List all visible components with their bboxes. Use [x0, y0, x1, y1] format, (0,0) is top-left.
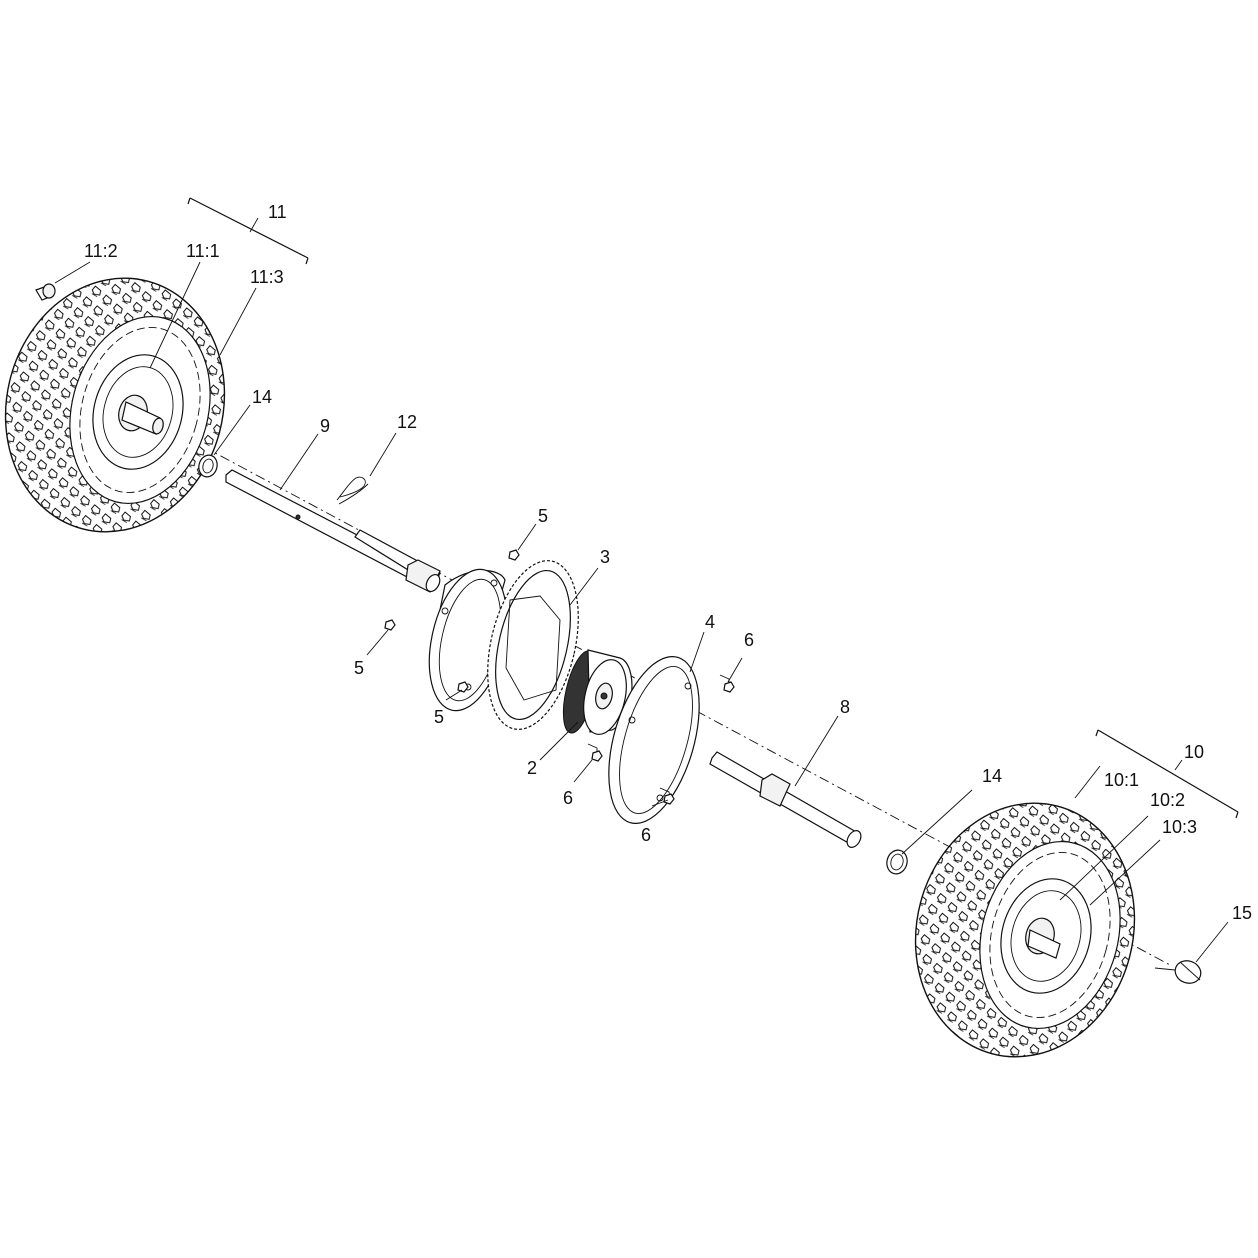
right-spacer-washer — [886, 849, 908, 875]
ring-gear — [487, 560, 579, 730]
callout-5-top: 5 — [538, 506, 548, 526]
bolt-6-top — [719, 674, 735, 693]
callout-10-2: 10:2 — [1150, 790, 1185, 810]
callout-5-left: 5 — [354, 658, 364, 678]
left-tire-sidewall-dash — [79, 327, 201, 493]
bracket-10 — [1097, 729, 1239, 813]
leader-lines — [54, 217, 1229, 963]
bolt-6-middle — [587, 743, 603, 762]
hex-nut-bottom — [457, 681, 469, 693]
callout-11-1: 11:1 — [186, 241, 220, 261]
callout-4: 4 — [705, 612, 715, 632]
right-drive-plate — [608, 655, 700, 825]
valve-stem-bolt — [35, 283, 56, 301]
hex-nut-left — [384, 619, 396, 631]
callout-11-2: 11:2 — [84, 241, 118, 261]
callout-2: 2 — [527, 758, 537, 778]
left-wheel-assembly — [4, 277, 226, 533]
callout-11-3: 11:3 — [250, 267, 284, 287]
callout-14-right: 14 — [982, 766, 1002, 786]
callout-9: 9 — [320, 416, 330, 436]
hex-nut-top — [508, 549, 520, 561]
callout-15: 15 — [1232, 903, 1252, 923]
linch-pin — [1154, 960, 1202, 984]
left-hub-end — [152, 417, 164, 435]
right-wheel-assembly — [914, 802, 1136, 1058]
callout-8: 8 — [840, 697, 850, 717]
callout-6-bottom: 6 — [641, 825, 651, 845]
right-axle-shaft — [709, 751, 862, 848]
callout-5-bottom: 5 — [434, 707, 444, 727]
callout-3: 3 — [600, 547, 610, 567]
callout-12: 12 — [397, 412, 417, 432]
callout-6-middle: 6 — [563, 788, 573, 808]
callout-10: 10 — [1184, 742, 1204, 762]
callout-10-1: 10:1 — [1104, 770, 1139, 790]
callout-14-left: 14 — [252, 387, 272, 407]
bracket-11 — [189, 197, 309, 259]
left-axle-shaft — [225, 469, 441, 593]
callout-6-top: 6 — [744, 630, 754, 650]
callout-10-3: 10:3 — [1162, 817, 1197, 837]
hairpin-clip — [336, 476, 369, 505]
left-spacer-washer — [198, 454, 218, 478]
callout-11: 11 — [268, 202, 287, 222]
